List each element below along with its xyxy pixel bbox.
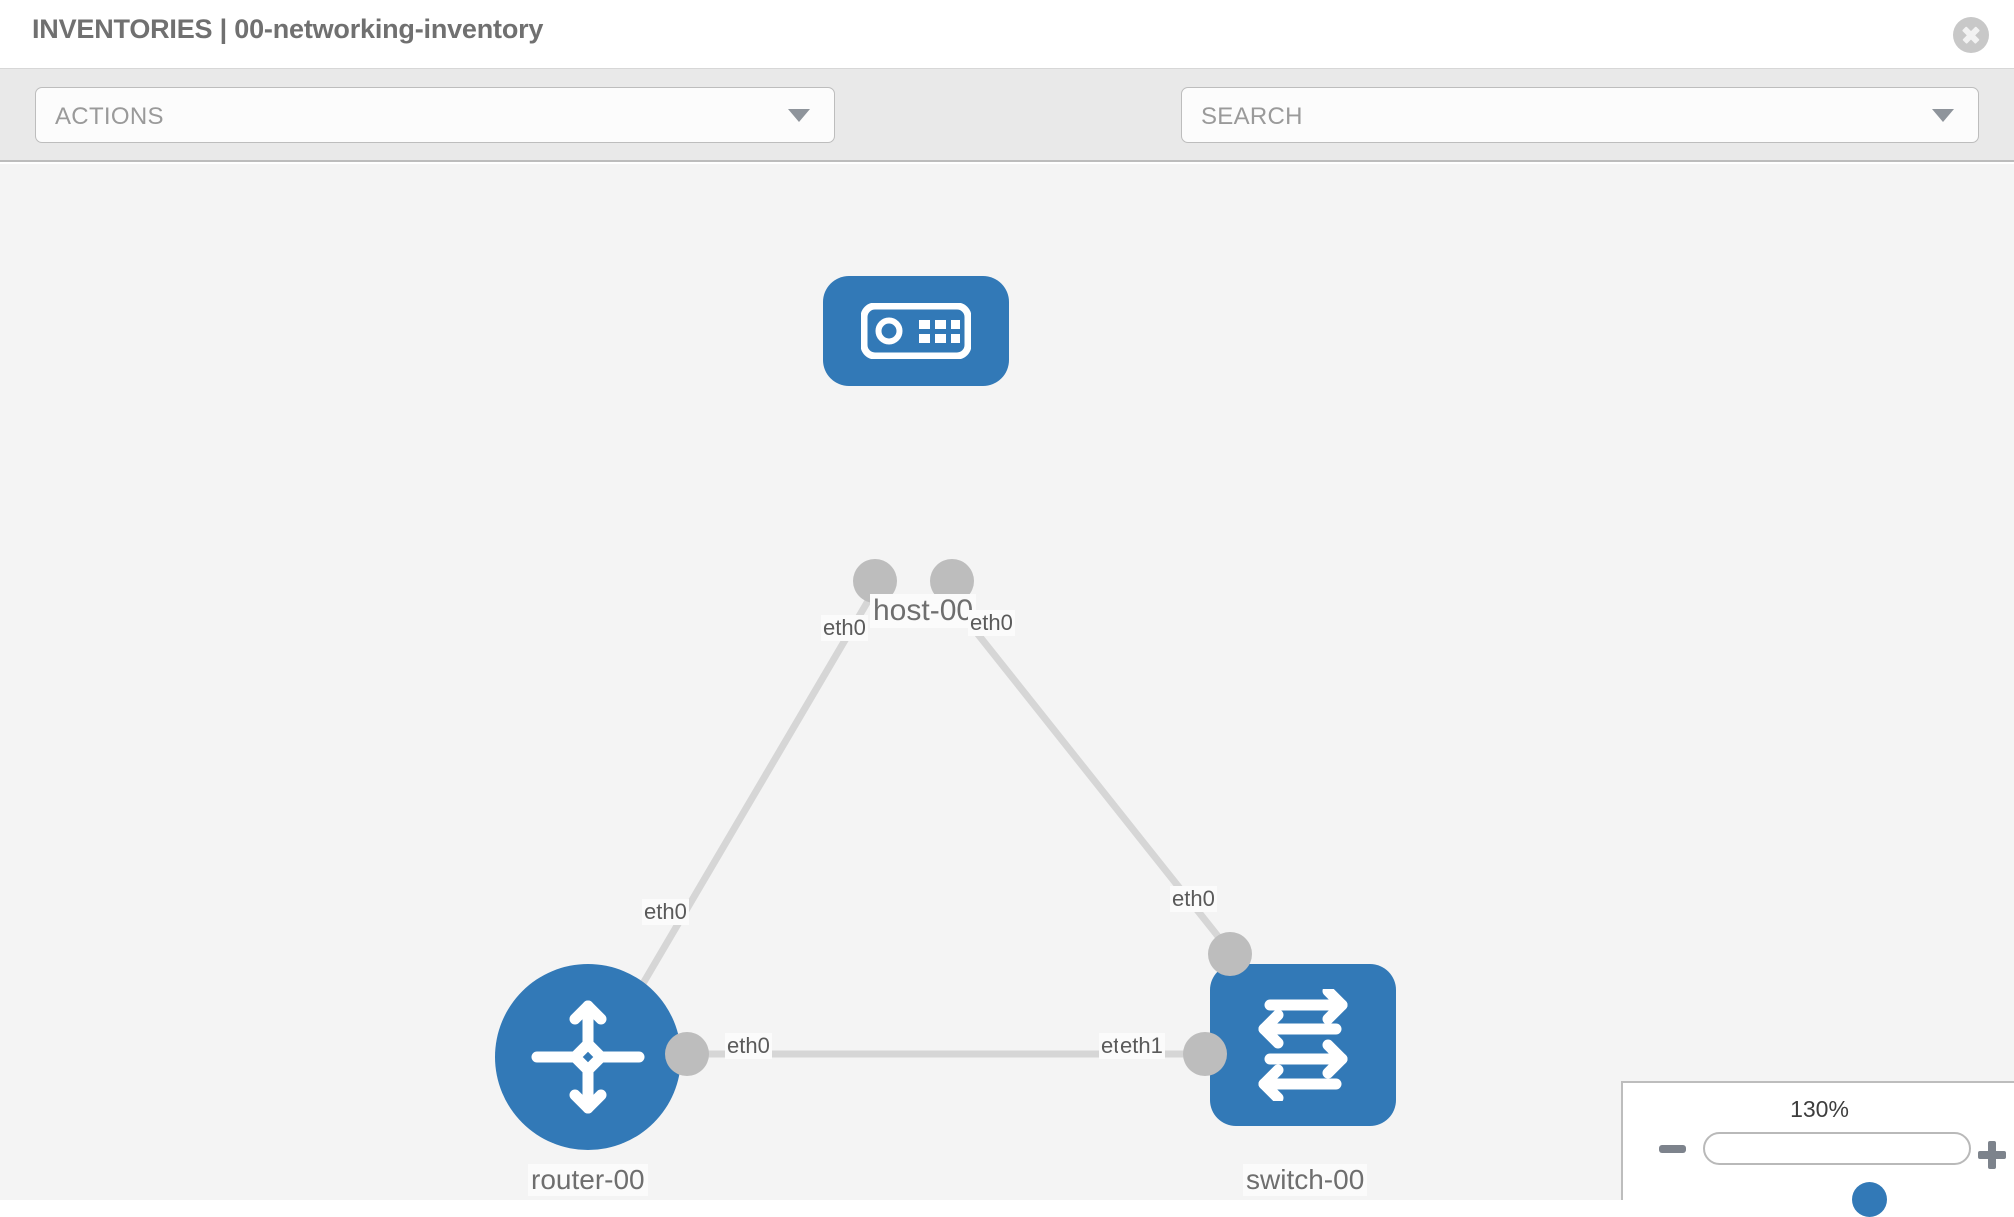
node-label-router: router-00 <box>528 1164 648 1196</box>
chevron-down-icon <box>1932 109 1954 122</box>
server-icon <box>861 303 971 359</box>
node-label-host: host-00 <box>870 594 977 628</box>
edge-label-switch-left-b: eth1 <box>1118 1033 1165 1059</box>
edge-label-host-left: eth0 <box>821 615 868 641</box>
actions-dropdown-label: ACTIONS <box>55 103 164 130</box>
switch-node-shape[interactable] <box>1210 964 1396 1126</box>
port-router-right[interactable] <box>665 1032 709 1076</box>
topology-canvas[interactable]: host-00 eth0 eth0 router-00 eth0 eth0 <box>0 164 2014 1200</box>
port-switch-left[interactable] <box>1183 1032 1227 1076</box>
search-input[interactable]: SEARCH <box>1181 87 1979 143</box>
zoom-control-panel: 130% <box>1621 1081 2014 1217</box>
edge-label-switch-up: eth0 <box>1170 886 1217 912</box>
port-switch-up[interactable] <box>1208 932 1252 976</box>
node-label-switch: switch-00 <box>1243 1164 1368 1196</box>
window-header: INVENTORIES | 00-networking-inventory <box>0 0 2014 69</box>
page-title: INVENTORIES | 00-networking-inventory <box>32 14 544 44</box>
switch-arrows-icon <box>1258 989 1348 1101</box>
edge-label-router-right: eth0 <box>725 1033 772 1059</box>
zoom-slider-track[interactable] <box>1703 1132 1971 1217</box>
chevron-down-icon <box>788 109 810 122</box>
toolbar: ACTIONS SEARCH <box>0 69 2014 207</box>
close-icon[interactable] <box>1953 17 1989 53</box>
router-node-shape[interactable] <box>495 964 681 1150</box>
zoom-out-icon[interactable] <box>1659 1145 1686 1153</box>
actions-dropdown[interactable]: ACTIONS <box>35 87 835 143</box>
host-node-shape[interactable] <box>823 276 1009 386</box>
edge-label-host-right: eth0 <box>968 610 1015 636</box>
router-arrows-icon <box>531 1000 645 1114</box>
edge-label-router-up: eth0 <box>642 899 689 925</box>
search-placeholder: SEARCH <box>1201 103 1303 130</box>
zoom-level-value: 130% <box>1790 1096 1849 1122</box>
